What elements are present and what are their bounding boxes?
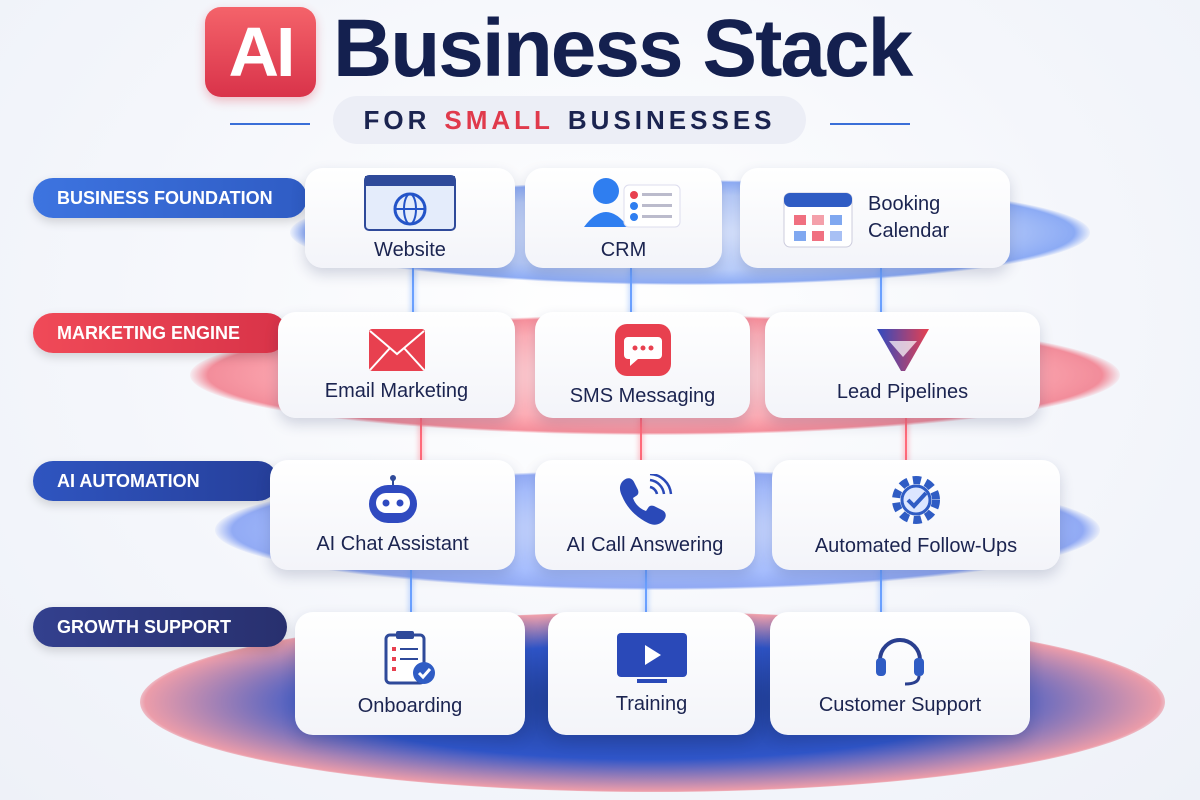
card-sms-messaging[interactable]: SMS Messaging [535,312,750,418]
video-play-icon [616,633,687,683]
card-label: Booking Calendar [868,193,950,242]
subtitle-accent: SMALL [444,104,554,135]
card-website[interactable]: Website [305,168,515,268]
card-label: AI Call Answering [566,533,724,556]
calendar-icon [783,192,853,248]
page-title: Business Stack [333,3,913,94]
chat-bubble-icon [614,323,671,376]
card-customer-support[interactable]: Customer Support [770,612,1030,735]
card-label: CRM [600,238,647,261]
connector [410,570,412,615]
card-ai-call-answering[interactable]: AI Call Answering [535,460,755,570]
card-ai-chat-assistant[interactable]: AI Chat Assistant [270,460,515,570]
headset-icon [876,638,924,686]
subtitle-post: BUSINESSES [567,104,776,135]
card-onboarding[interactable]: Onboarding [295,612,525,735]
card-label: Training [615,693,688,715]
card-label: Email Marketing [324,379,469,402]
connector [880,570,882,615]
layer-label-growth-support: GROWTH SUPPORT [33,607,287,647]
phone-ring-icon [619,473,673,525]
ai-logo: AI [205,7,316,97]
card-automated-follow-ups[interactable]: Automated Follow-Ups [772,460,1060,570]
connector [880,268,882,318]
layer-label-business-foundation: BUSINESS FOUNDATION [33,178,307,218]
card-label: Customer Support [818,694,982,716]
layer-label-ai-automation: AI AUTOMATION [33,461,278,501]
card-lead-pipelines[interactable]: Lead Pipelines [765,312,1040,418]
connector [630,268,632,318]
card-label: SMS Messaging [569,384,716,407]
card-booking-calendar[interactable]: Booking Calendar [740,168,1010,268]
connector [412,268,414,318]
card-label: AI Chat Assistant [316,532,469,555]
gear-check-icon [892,475,940,524]
robot-icon [368,474,417,523]
card-crm[interactable]: CRM [525,168,722,268]
card-email-marketing[interactable]: Email Marketing [278,312,515,418]
divider-left [230,123,310,125]
globe-browser-icon [364,174,456,231]
layer-label-marketing-engine: MARKETING ENGINE [33,313,287,353]
connector [905,418,907,463]
connector [645,570,647,615]
card-training[interactable]: Training [548,612,755,735]
card-label: Lead Pipelines [836,380,969,403]
divider-right [830,123,910,125]
connector [640,418,642,463]
card-label: Onboarding [357,695,463,717]
user-contact-icon [583,177,680,227]
subtitle-pre: FOR [363,104,431,135]
subtitle: FOR SMALL BUSINESSES [333,96,806,144]
clipboard-check-icon [384,631,435,685]
card-label: Automated Follow-Ups [814,534,1018,557]
card-label: Website [374,238,446,261]
connector [420,418,422,463]
envelope-icon [368,328,425,371]
funnel-icon [876,328,929,371]
